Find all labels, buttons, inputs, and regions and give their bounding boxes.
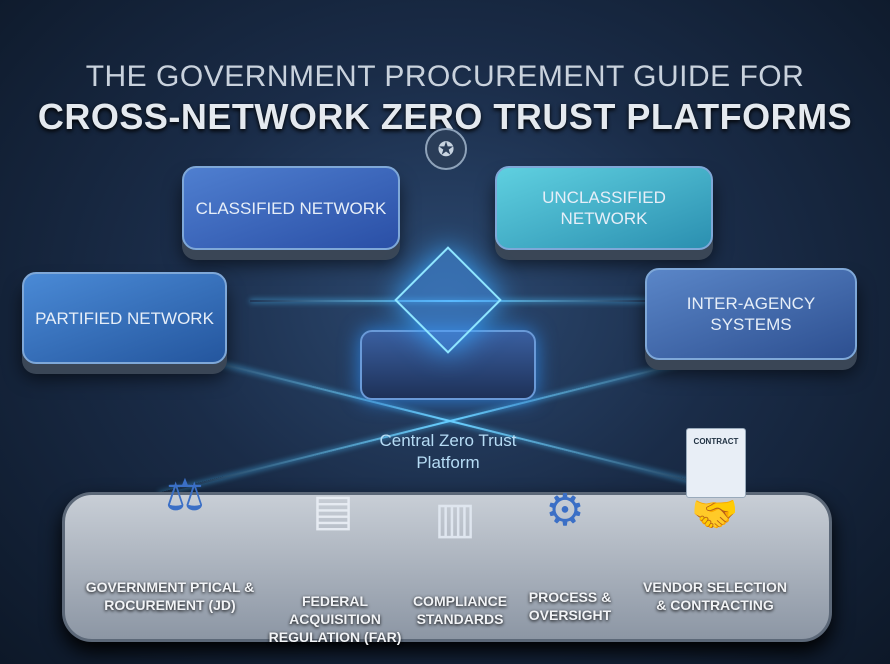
certificate-icon: ▥ [434, 493, 476, 543]
central-platform-label: Central Zero Trust Platform [379, 431, 517, 472]
unclassified-network-node: UNCLASSIFIED NETWORK [495, 166, 713, 250]
pillar-label: PROCESS & OVERSIGHT [528, 589, 612, 623]
partified-network-node: PARTIFIED NETWORK [22, 272, 227, 364]
inter-agency-systems-node: INTER-AGENCY SYSTEMS [645, 268, 857, 360]
documents-icon: ▤ [312, 485, 354, 535]
eagle-seal-icon: ✪ [425, 128, 467, 170]
procurement-platform [62, 492, 832, 642]
gavel-icon: ⚖ [165, 470, 205, 520]
handshake-icon: 🤝 [691, 494, 739, 536]
classified-network-node: CLASSIFIED NETWORK [182, 166, 400, 250]
pillar-label: COMPLIANCE STANDARDS [412, 593, 508, 627]
central-platform-base [360, 330, 536, 400]
connection-line [250, 300, 650, 302]
pillar-label: GOVERNMENT PTICAL & ROCUREMENT (JD) [85, 579, 255, 613]
title-line-1: THE GOVERNMENT PROCUREMENT GUIDE FOR [85, 60, 805, 93]
gears-icon: ⚙ [545, 485, 585, 535]
pillar-label: VENDOR SELECTION & CONTRACTING [643, 579, 787, 613]
pillar-label: FEDERAL ACQUISITION REGULATION (FAR) [268, 593, 402, 645]
contract-document: CONTRACT [686, 428, 746, 498]
